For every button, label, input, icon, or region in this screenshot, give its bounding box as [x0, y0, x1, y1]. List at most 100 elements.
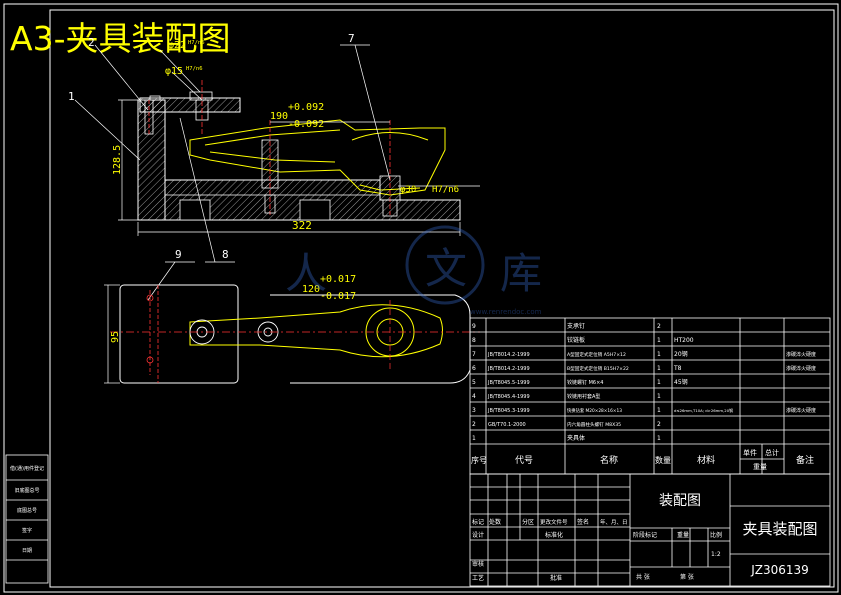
tb-design: 设计: [472, 531, 484, 539]
bom-name: 快换钻套 M20×28×16×13: [567, 407, 622, 414]
bom-name: 夹具体: [567, 434, 585, 442]
dim-phi15: φ15: [165, 66, 183, 77]
tb-zone: 分区: [522, 518, 534, 526]
bom-header-mat: 材料: [697, 454, 715, 466]
watermark-char: 库: [500, 249, 542, 298]
dim-190-tol-up: +0.092: [288, 102, 324, 113]
tb-count: 处数: [489, 518, 501, 526]
bom-name: 铰链螺钉 M6×4: [567, 379, 603, 386]
dim-phi22-fit: H7/n6: [188, 40, 205, 46]
tb-doc: 更改文件号: [540, 518, 568, 526]
part-callouts: 1 2 7 8 9: [68, 32, 355, 261]
bom-header: 序号 代号 名称 数量 材料 单件 总计 重量 备注: [471, 448, 814, 471]
drawing-frame: [3, 3, 839, 593]
bom-code: JB/T8045.5-1999: [487, 380, 530, 386]
side-strip-label: 借(通)用件登记: [10, 465, 44, 472]
top-view-dimensions: [104, 284, 390, 384]
bom-header-name: 名称: [600, 454, 618, 466]
tb-stage: 阶段标记: [633, 531, 657, 539]
bom-name: 铰链用衬套A型: [567, 393, 600, 400]
dim-phi30-fit: H7/n6: [432, 185, 459, 195]
bom-note: 渗碳淬火硬度: [786, 351, 816, 358]
bom-header-no: 序号: [471, 455, 487, 465]
bom-mat: HT200: [674, 337, 694, 344]
tb-drawing-code: JZ306139: [750, 563, 809, 577]
bom-mat: d≤26mm,T10A; d>26mm,20钢: [674, 408, 733, 413]
bom-qty: 2: [657, 323, 661, 330]
tb-sheet: 第 张: [680, 573, 694, 581]
bom-no: 9: [472, 323, 476, 330]
dim-95: 95: [110, 331, 121, 343]
callout-1: 1: [68, 90, 75, 103]
bom-name: B型固定式定位销 B15H7×22: [567, 365, 629, 372]
hinge-plate-top: [119, 284, 239, 384]
bom-no: 1: [472, 435, 476, 442]
fixture-body-top: [270, 294, 471, 384]
top-view-dimension-text: 120 +0.017 -0.017 95: [110, 274, 356, 343]
bom-mat: 20钢: [674, 350, 688, 358]
dim-120: 120: [302, 284, 320, 295]
tb-date: 年、月、日: [600, 518, 628, 526]
tb-weight: 重量: [677, 531, 689, 539]
bom-mat: T8: [673, 365, 682, 372]
bom-header-total: 总计: [765, 448, 779, 457]
dim-phi22: φ22: [168, 40, 186, 51]
tb-std: 标准化: [545, 531, 563, 539]
bill-of-materials: 9 支承钉 2 8 铰链板 1 HT200 7 JB/T8014.2-1999 …: [469, 317, 831, 475]
bom-no: 6: [472, 365, 476, 372]
tb-scale-value: 1:2: [711, 551, 721, 558]
side-strip-label: 旧底图总号: [14, 487, 39, 494]
bom-code: JB/T8045.4-1999: [487, 394, 530, 400]
bom-name: A型固定式定位销 A5H7×12: [567, 351, 626, 358]
bom-note: 渗碳淬火硬度: [786, 365, 816, 372]
top-view: [110, 284, 480, 384]
bom-qty: 1: [657, 365, 661, 372]
bom-qty: 1: [657, 337, 661, 344]
tb-drawing-name: 夹具装配图: [742, 520, 817, 538]
bom-qty: 2: [657, 421, 661, 428]
front-view-dimension-text: φ22 H7/n6 φ15 H7/n6 190 +0.092 -0.092 12…: [112, 40, 459, 232]
bom-code: GB/T70.1-2000: [488, 422, 526, 428]
tb-review: 审核: [472, 560, 484, 568]
dim-322: 322: [292, 219, 312, 232]
title-block-labels: 标记 处数 分区 更改文件号 签名 年、月、日 设计 标准化 审核 工艺 批准 …: [472, 518, 722, 582]
bom-header-unit: 单件: [743, 448, 757, 457]
callout-8: 8: [222, 248, 229, 261]
dim-120-tol-up: +0.017: [320, 274, 356, 285]
bom-name: 支承钉: [567, 322, 585, 330]
tb-scale: 比例: [710, 531, 722, 539]
tb-center-title: 装配图: [659, 493, 701, 509]
bom-qty: 1: [657, 435, 661, 442]
bom-name: 铰链板: [567, 336, 585, 344]
callout-9: 9: [175, 248, 182, 261]
watermark-url: www.renrendoc.com: [470, 308, 542, 316]
tb-sheets: 共 张: [636, 573, 650, 581]
bom-no: 3: [472, 407, 476, 414]
callout-7: 7: [348, 32, 355, 45]
front-view-dimensions: [74, 44, 480, 301]
bom-no: 5: [472, 379, 476, 386]
title-block: 标记 处数 分区 更改文件号 签名 年、月、日 设计 标准化 审核 工艺 批准 …: [469, 473, 831, 587]
bom-note: 渗碳淬火硬度: [786, 407, 816, 414]
fixture-body: [137, 99, 461, 221]
bom-code: JB/T8014.2-1999: [487, 366, 530, 372]
bom-name: 内六角圆柱头螺钉 M8X35: [567, 421, 621, 428]
bom-qty: 1: [657, 393, 661, 400]
dim-190-tol-lo: -0.092: [288, 119, 324, 130]
bom-header-qty: 数量: [655, 455, 671, 465]
bom-header-code: 代号: [515, 455, 533, 466]
side-binding-strip: 借(通)用件登记 旧底图总号 底图总号 签字 日期: [5, 454, 49, 584]
bom-qty: 1: [657, 379, 661, 386]
dim-phi15-fit: H7/n6: [186, 66, 203, 72]
bom-no: 4: [472, 393, 476, 400]
hex-socket-screw: [144, 99, 154, 135]
bom-header-weight: 重量: [753, 463, 767, 471]
bom-qty: 1: [657, 351, 661, 358]
workpiece-top: [189, 304, 443, 358]
support-pins: [146, 285, 159, 383]
watermark-char: 人: [285, 249, 327, 298]
dim-phi30: φ30: [400, 185, 416, 195]
watermark-char: 文: [425, 244, 467, 293]
bom-no: 7: [472, 351, 476, 358]
